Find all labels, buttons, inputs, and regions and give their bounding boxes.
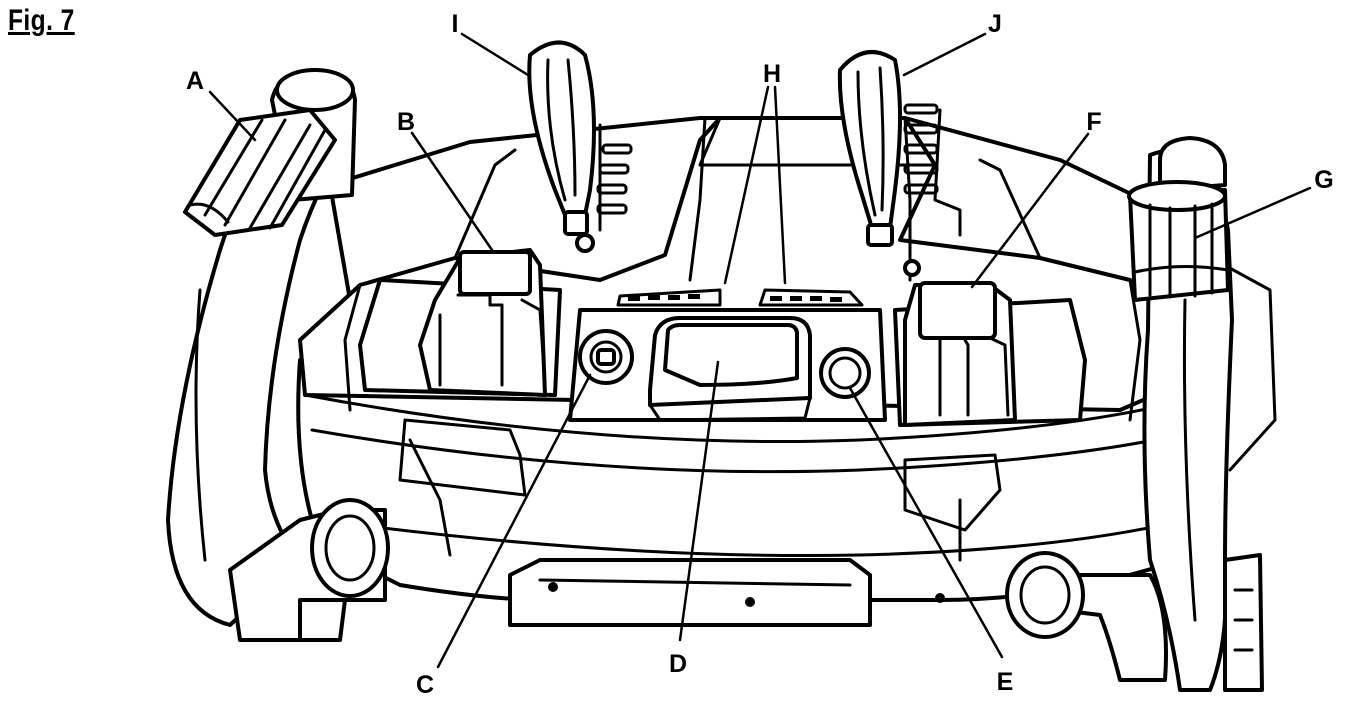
right-lever-gate <box>903 103 962 237</box>
callout-A: A <box>186 67 204 95</box>
figure-title: Fig. 7 <box>8 4 75 37</box>
callout-C: C <box>416 671 434 699</box>
right-switch <box>893 281 1087 427</box>
callout-D: D <box>669 650 687 678</box>
left-grip-sleeve <box>183 108 337 237</box>
leader-lines <box>208 32 1312 669</box>
left-switch <box>358 248 562 397</box>
callout-labels: A B C D E F G H I J <box>186 10 1334 699</box>
control-panel <box>568 308 887 422</box>
left-lever <box>527 40 633 253</box>
callout-J: J <box>988 10 1002 38</box>
callout-E: E <box>997 668 1014 696</box>
callout-I: I <box>452 10 459 38</box>
callout-F: F <box>1086 108 1101 136</box>
callout-B: B <box>397 108 415 136</box>
callout-G: G <box>1314 166 1333 194</box>
right-lever <box>837 50 962 277</box>
left-lever-gate <box>596 123 633 232</box>
callout-H: H <box>763 60 781 88</box>
right-grip-sleeve <box>1127 180 1230 302</box>
indicator-lights <box>616 288 864 307</box>
